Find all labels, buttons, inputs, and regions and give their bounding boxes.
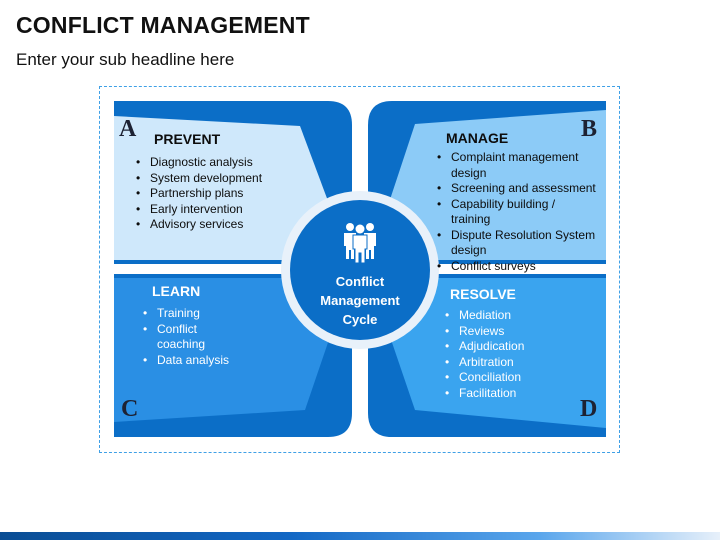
list-item: Adjudication [445,339,585,355]
team-people-icon [344,223,376,264]
list-item: Arbitration [445,355,585,371]
list-item: Capability building / training [437,197,597,228]
quadrant-c-list: Training Conflict coaching Data analysis [143,306,243,368]
center-label-line-1: Conflict [335,274,385,289]
list-item: Advisory services [136,217,306,233]
center-circle [290,200,430,340]
list-item: Screening and assessment [437,181,597,197]
list-item: Partnership plans [136,186,306,202]
list-item: Training [143,306,243,322]
list-item: Reviews [445,324,585,340]
quadrant-a-title: PREVENT [154,131,221,147]
quadrant-b-letter: B [581,116,598,142]
list-item: Early intervention [136,202,306,218]
quadrant-d-letter: D [580,396,598,422]
list-item: Conciliation [445,370,585,386]
slide-subtitle: Enter your sub headline here [16,50,235,69]
quadrant-a-list: Diagnostic analysis System development P… [136,155,306,233]
list-item: Data analysis [143,353,243,369]
quadrant-b-list: Complaint management design Screening an… [437,150,597,274]
slide-title: CONFLICT MANAGEMENT [16,12,310,38]
list-item: Complaint management design [437,150,597,181]
list-item: Conflict coaching [143,322,243,353]
quadrant-b-title: MANAGE [446,130,509,146]
list-item: Dispute Resolution System design [437,228,597,259]
list-item: Facilitation [445,386,585,402]
list-item: System development [136,171,306,187]
list-item: Conflict surveys [437,259,597,275]
list-item: Mediation [445,308,585,324]
list-item: Diagnostic analysis [136,155,306,171]
center-label: Conflict Management Cycle [300,272,420,329]
quadrant-a-letter: A [119,116,137,142]
quadrant-c-title: LEARN [152,283,201,299]
quadrant-d-title: RESOLVE [450,286,516,302]
center-label-line-3: Cycle [342,312,378,327]
dashed-frame [99,86,620,453]
footer-gradient-bar [0,532,720,540]
quadrant-d-list: Mediation Reviews Adjudication Arbitrati… [445,308,585,401]
center-label-line-2: Management [320,293,400,308]
quadrant-c-letter: C [121,396,139,422]
